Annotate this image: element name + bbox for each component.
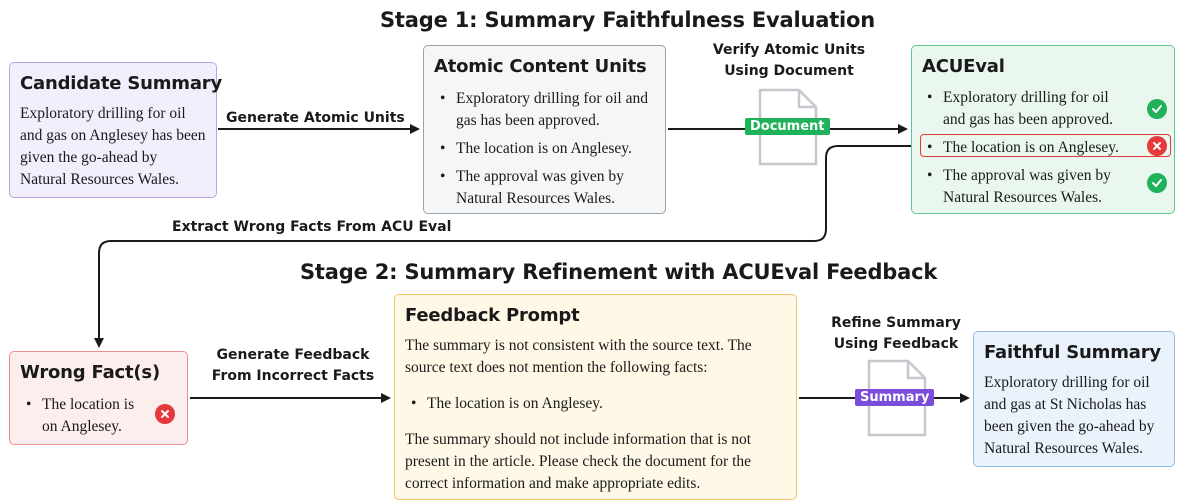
acueval-wrong-highlight <box>920 134 1171 157</box>
label-extract-wrong-facts: Extract Wrong Facts From ACU Eval <box>172 219 452 235</box>
candidate-summary-text: Exploratory drilling for oil and gas on … <box>20 105 206 188</box>
stage2-title: Stage 2: Summary Refinement with ACUEval… <box>300 260 938 284</box>
acueval-item: The approval was given by Natural Resour… <box>921 165 1131 209</box>
arrow-extract <box>94 145 920 348</box>
label-verify-atomic-units: Verify Atomic Units Using Document <box>700 40 878 82</box>
wrong-facts-list: The location is on Anglesey. <box>20 394 145 438</box>
x-circle-icon <box>1147 136 1167 156</box>
feedback-intro: The summary is not consistent with the s… <box>405 337 752 376</box>
wrong-facts-box: Wrong Fact(s) The location is on Anglese… <box>9 351 188 445</box>
feedback-outro: The summary should not include informati… <box>405 431 752 492</box>
atomic-content-units-box: Atomic Content Units Exploratory drillin… <box>423 45 666 214</box>
summary-tag: Summary <box>855 389 935 406</box>
label-generate-atomic-units: Generate Atomic Units <box>226 110 405 126</box>
candidate-summary-box: Candidate Summary Exploratory drilling f… <box>9 62 222 198</box>
x-circle-icon <box>155 404 175 424</box>
acu-item: The approval was given by Natural Resour… <box>434 166 660 210</box>
label-gen-fb-line1: Generate Feedback <box>216 347 370 363</box>
label-refine-line2: Using Feedback <box>833 336 959 352</box>
label-gen-fb-line2: From Incorrect Facts <box>211 368 375 384</box>
acu-item: Exploratory drilling for oil and gas has… <box>434 88 660 132</box>
label-generate-feedback: Generate Feedback From Incorrect Facts <box>196 345 390 387</box>
feedback-item: The location is on Anglesey. <box>405 393 785 415</box>
wrong-fact-item: The location is on Anglesey. <box>20 394 145 438</box>
acu-item: The location is on Anglesey. <box>434 138 660 160</box>
stage1-title: Stage 1: Summary Faithfulness Evaluation <box>380 8 876 32</box>
feedback-list: The location is on Anglesey. <box>405 393 785 415</box>
wrong-facts-title: Wrong Fact(s) <box>20 362 160 383</box>
faithful-summary-title: Faithful Summary <box>984 342 1161 363</box>
label-verify-line1: Verify Atomic Units <box>712 42 866 58</box>
acueval-item-wrong: The location is on Anglesey. <box>921 137 1131 159</box>
acueval-title: ACUEval <box>922 56 1005 77</box>
feedback-prompt-box: Feedback Prompt The summary is not consi… <box>394 294 797 500</box>
document-tag: Document <box>745 118 830 135</box>
check-circle-icon <box>1147 99 1167 119</box>
faithful-summary-box: Faithful Summary Exploratory drilling fo… <box>973 331 1175 467</box>
acueval-item: Exploratory drilling for oil and gas has… <box>921 87 1131 131</box>
candidate-summary-title: Candidate Summary <box>20 73 222 94</box>
label-verify-line2: Using Document <box>724 63 854 79</box>
feedback-prompt-title: Feedback Prompt <box>405 305 580 326</box>
faithful-summary-text: Exploratory drilling for oil and gas at … <box>984 374 1155 457</box>
acu-title: Atomic Content Units <box>434 56 647 77</box>
acu-list: Exploratory drilling for oil and gas has… <box>434 88 660 210</box>
acueval-list: Exploratory drilling for oil and gas has… <box>921 87 1131 209</box>
label-refine-line1: Refine Summary <box>831 315 961 331</box>
check-circle-icon <box>1147 173 1167 193</box>
label-refine-summary: Refine Summary Using Feedback <box>810 313 982 355</box>
